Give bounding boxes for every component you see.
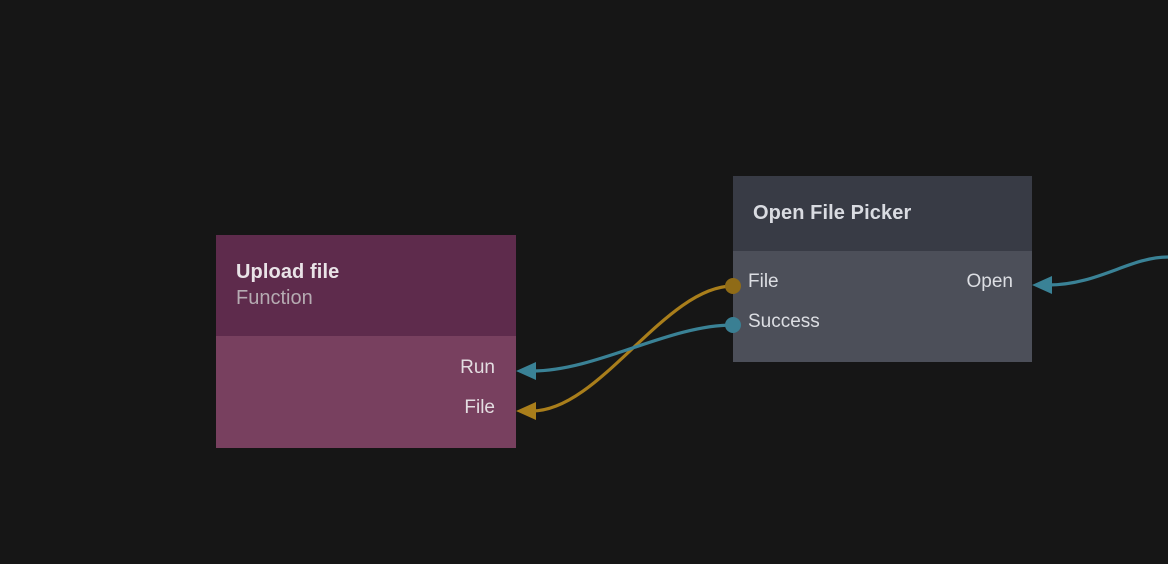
node-title: Upload file [236,261,340,283]
output-port-success[interactable]: Success [733,302,1032,342]
edge-success-to-run[interactable] [516,323,735,380]
node-subtitle: Function [236,287,313,309]
port-label-run: Run [460,357,495,378]
node-title: Open File Picker [753,202,912,224]
port-label-success: Success [748,311,820,332]
edge-file-to-file[interactable] [516,284,735,420]
port-label-open: Open [966,271,1013,292]
arrowhead-file [516,402,536,420]
node-header-open-file-picker[interactable]: Open File Picker [733,176,1032,251]
node-body-open-file-picker: File Success Open [733,251,1032,362]
arrowhead-run [516,362,536,380]
port-dot-file[interactable] [725,278,741,294]
output-port-file[interactable]: File [733,262,1032,302]
port-label-file: File [748,271,779,292]
node-upload-file[interactable]: Upload file Function Run File [216,235,516,448]
output-port-file[interactable]: File [216,388,516,428]
arrowhead-open [1032,276,1052,294]
port-label-file: File [464,397,495,418]
node-body-upload-file: Run File [216,336,516,448]
input-port-open[interactable]: Open [967,262,1013,302]
node-open-file-picker[interactable]: Open File Picker File Success Open [733,176,1032,362]
edge-offscreen-to-open[interactable] [1032,255,1168,294]
port-dot-success[interactable] [725,317,741,333]
node-header-upload-file[interactable]: Upload file Function [216,235,516,336]
output-port-run[interactable]: Run [216,348,516,388]
